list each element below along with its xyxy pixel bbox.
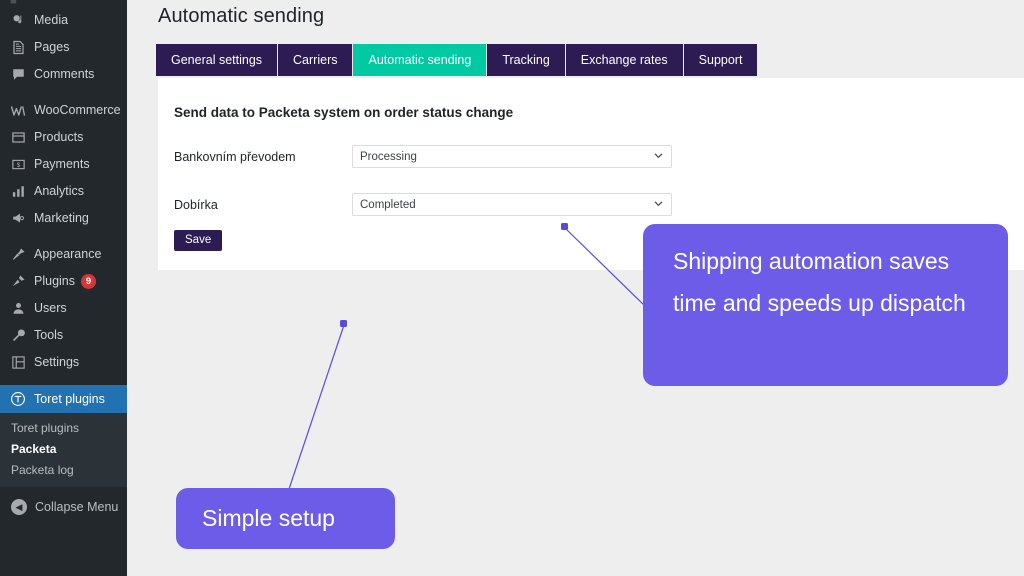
sidebar-item-appearance[interactable]: Appearance (0, 241, 127, 268)
tab-support[interactable]: Support (683, 44, 758, 76)
sidebar-submenu: Toret plugins Packeta Packeta log (0, 413, 127, 487)
status-select-cash-on-delivery[interactable]: Completed (352, 193, 672, 216)
sidebar-item-products[interactable]: Products (0, 124, 127, 151)
sidebar-item-woocommerce[interactable]: WooCommerce (0, 97, 127, 124)
sidebar-item-comments[interactable]: Comments (0, 61, 127, 88)
payments-icon: $ (9, 156, 27, 174)
sidebar-clipped-item (0, 0, 127, 7)
sidebar-item-users[interactable]: Users (0, 295, 127, 322)
toret-icon (9, 390, 27, 408)
svg-text:$: $ (16, 163, 20, 169)
sidebar-item-label: Pages (34, 40, 70, 55)
woocommerce-icon (9, 102, 27, 120)
status-select-value[interactable]: Completed (352, 193, 672, 216)
sidebar-divider (0, 232, 127, 241)
sidebar-item-label: Settings (34, 355, 80, 370)
media-icon (9, 12, 27, 30)
sidebar-item-label: Tools (34, 328, 64, 343)
plugins-update-badge: 9 (81, 274, 96, 289)
tools-icon (9, 327, 27, 345)
sidebar-item-label: Media (34, 13, 69, 28)
settings-tabs: General settings Carriers Automatic send… (156, 44, 758, 76)
submenu-item-packeta-log[interactable]: Packeta log (11, 463, 74, 477)
collapse-menu-button[interactable]: ◀ Collapse Menu (0, 493, 127, 521)
marketing-icon (9, 210, 27, 228)
sidebar-item-payments[interactable]: $ Payments (0, 151, 127, 178)
submenu-item-toret-plugins[interactable]: Toret plugins (11, 421, 80, 435)
page-title: Automatic sending (158, 5, 325, 27)
users-icon (9, 300, 27, 318)
sidebar-item-media[interactable]: Media (0, 7, 127, 34)
tab-tracking[interactable]: Tracking (487, 44, 566, 76)
field-label-bank-transfer: Bankovním převodem (174, 149, 296, 164)
sidebar-item-label: Comments (34, 67, 95, 82)
sidebar-item-plugins[interactable]: Plugins 9 (0, 268, 127, 295)
sidebar-item-label: Analytics (34, 184, 85, 199)
plugins-icon (9, 273, 27, 291)
sidebar-item-label: Plugins (34, 274, 75, 289)
callout-simple-setup: Simple setup (176, 488, 395, 549)
products-icon (9, 129, 27, 147)
comments-icon (9, 66, 27, 84)
sidebar-item-label: WooCommerce (34, 103, 121, 118)
form-row-bank-transfer: Bankovním převodem Processing (174, 145, 1008, 168)
sidebar-item-pages[interactable]: Pages (0, 34, 127, 61)
tab-general-settings[interactable]: General settings (156, 44, 279, 76)
status-select-bank-transfer[interactable]: Processing (352, 145, 672, 168)
sidebar-item-tools[interactable]: Tools (0, 322, 127, 349)
sidebar-item-label: Toret plugins (34, 391, 105, 406)
collapse-arrow-icon: ◀ (11, 499, 27, 515)
sidebar-divider (0, 88, 127, 97)
appearance-icon (9, 246, 27, 264)
sidebar-item-analytics[interactable]: Analytics (0, 178, 127, 205)
collapse-menu-label: Collapse Menu (35, 500, 119, 514)
callout-shipping-automation: Shipping automation saves time and speed… (643, 224, 1008, 386)
sidebar-item-label: Users (34, 301, 67, 316)
tab-automatic-sending[interactable]: Automatic sending (353, 44, 488, 76)
sidebar-item-toret-plugins[interactable]: Toret plugins (0, 385, 127, 413)
panel-heading: Send data to Packeta system on order sta… (174, 105, 514, 120)
dashboard-icon (9, 0, 27, 7)
submenu-item-packeta[interactable]: Packeta (11, 442, 57, 456)
sidebar-item-label: Products (34, 130, 84, 145)
analytics-icon (9, 183, 27, 201)
tab-exchange-rates[interactable]: Exchange rates (565, 44, 684, 76)
field-label-cash-on-delivery: Dobírka (174, 197, 218, 212)
settings-icon (9, 354, 27, 372)
tab-carriers[interactable]: Carriers (278, 44, 354, 76)
sidebar-item-settings[interactable]: Settings (0, 349, 127, 376)
pages-icon (9, 39, 27, 57)
sidebar-item-label: Appearance (34, 247, 102, 262)
sidebar-item-marketing[interactable]: Marketing (0, 205, 127, 232)
admin-sidebar: Media Pages Comments WooCommerce (0, 0, 127, 576)
status-select-value[interactable]: Processing (352, 145, 672, 168)
save-button[interactable]: Save (174, 230, 223, 251)
sidebar-item-label: Payments (34, 157, 90, 172)
form-row-cash-on-delivery: Dobírka Completed (174, 193, 1008, 216)
sidebar-item-label: Marketing (34, 211, 89, 226)
sidebar-divider (0, 376, 127, 385)
